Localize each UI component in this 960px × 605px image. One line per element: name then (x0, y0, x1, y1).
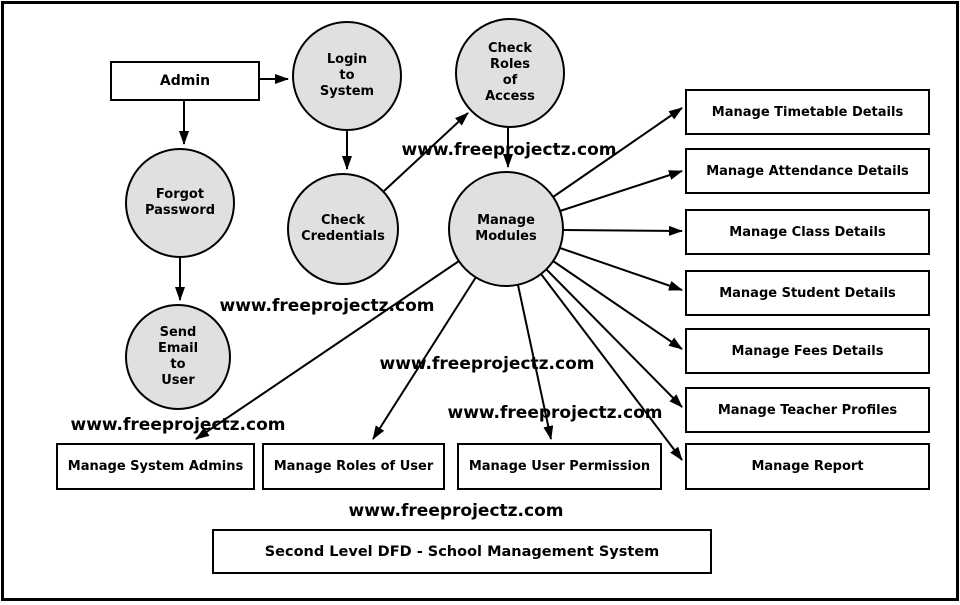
arrow-modules-to-fees (552, 260, 683, 350)
diagram-title-box: Second Level DFD - School Management Sys… (212, 529, 712, 574)
store-manage-system-admins: Manage System Admins (56, 443, 255, 490)
process-label-line: to (170, 357, 186, 372)
store-manage-user-permission: Manage User Permission (457, 443, 662, 490)
process-label-line: Check (488, 41, 532, 56)
process-label-line: Modules (475, 229, 537, 244)
arrow-check-credentials-to-check-roles (383, 112, 469, 192)
arrow-modules-to-system-admins (195, 260, 460, 440)
process-forgot-password: Forgot Password (125, 148, 235, 258)
process-label-line: Roles (490, 57, 530, 72)
process-label-line: Email (157, 341, 199, 356)
process-check-credentials: Check Credentials (287, 173, 399, 285)
store-manage-class-details: Manage Class Details (685, 209, 930, 255)
entity-admin: Admin (110, 61, 260, 101)
process-login-to-system: Login to System (292, 21, 402, 131)
watermark: www.freeprojectz.com (447, 403, 663, 423)
process-label-line: Credentials (301, 229, 385, 244)
store-label: Manage Fees Details (731, 343, 884, 359)
process-send-email-to-user: Send Email to User (125, 304, 231, 410)
store-label: Manage Timetable Details (711, 104, 904, 120)
process-label-line: of (502, 73, 518, 88)
store-label: Manage System Admins (67, 459, 244, 474)
store-label: Manage Teacher Profiles (717, 402, 898, 418)
entity-admin-label: Admin (159, 73, 211, 89)
store-manage-timetable-details: Manage Timetable Details (685, 89, 930, 135)
diagram-title: Second Level DFD - School Management Sys… (264, 543, 660, 560)
store-label: Manage Student Details (719, 285, 896, 301)
store-manage-fees-details: Manage Fees Details (685, 328, 930, 374)
arrow-modules-to-teacher (545, 268, 683, 408)
store-manage-report: Manage Report (685, 443, 930, 490)
process-label-line: Login (326, 52, 368, 67)
process-label-line: Manage (477, 213, 535, 228)
store-manage-roles-of-user: Manage Roles of User (262, 443, 445, 490)
watermark: www.freeprojectz.com (219, 296, 435, 316)
process-manage-modules: Manage Modules (448, 171, 564, 287)
process-label-line: Check (321, 213, 365, 228)
arrow-modules-to-roles-of-user (372, 276, 477, 440)
process-label-line: Forgot (155, 187, 205, 202)
arrow-modules-to-report (540, 273, 683, 461)
process-check-roles-of-access: Check Roles of Access (455, 18, 565, 128)
store-label: Manage Roles of User (273, 459, 434, 474)
process-label-line: Send (159, 325, 197, 340)
process-label-line: Password (144, 203, 216, 218)
watermark: www.freeprojectz.com (348, 501, 564, 521)
arrow-modules-to-timetable (552, 107, 683, 198)
watermark: www.freeprojectz.com (401, 140, 617, 160)
arrow-modules-to-student (559, 247, 683, 291)
arrow-modules-to-attendance (559, 170, 683, 212)
store-manage-teacher-profiles: Manage Teacher Profiles (685, 387, 930, 433)
process-label-line: System (319, 84, 375, 99)
watermark: www.freeprojectz.com (379, 354, 595, 374)
watermark: www.freeprojectz.com (70, 415, 286, 435)
store-label: Manage Report (751, 459, 864, 474)
process-label-line: to (339, 68, 355, 83)
store-label: Manage Attendance Details (706, 163, 909, 179)
arrow-modules-to-class (562, 225, 683, 236)
store-label: Manage User Permission (468, 459, 651, 474)
store-label: Manage Class Details (729, 224, 886, 240)
store-manage-student-details: Manage Student Details (685, 270, 930, 316)
arrow-modules-to-user-permission (517, 284, 554, 440)
store-manage-attendance-details: Manage Attendance Details (685, 148, 930, 194)
process-label-line: Access (485, 89, 535, 104)
process-label-line: User (161, 373, 195, 388)
